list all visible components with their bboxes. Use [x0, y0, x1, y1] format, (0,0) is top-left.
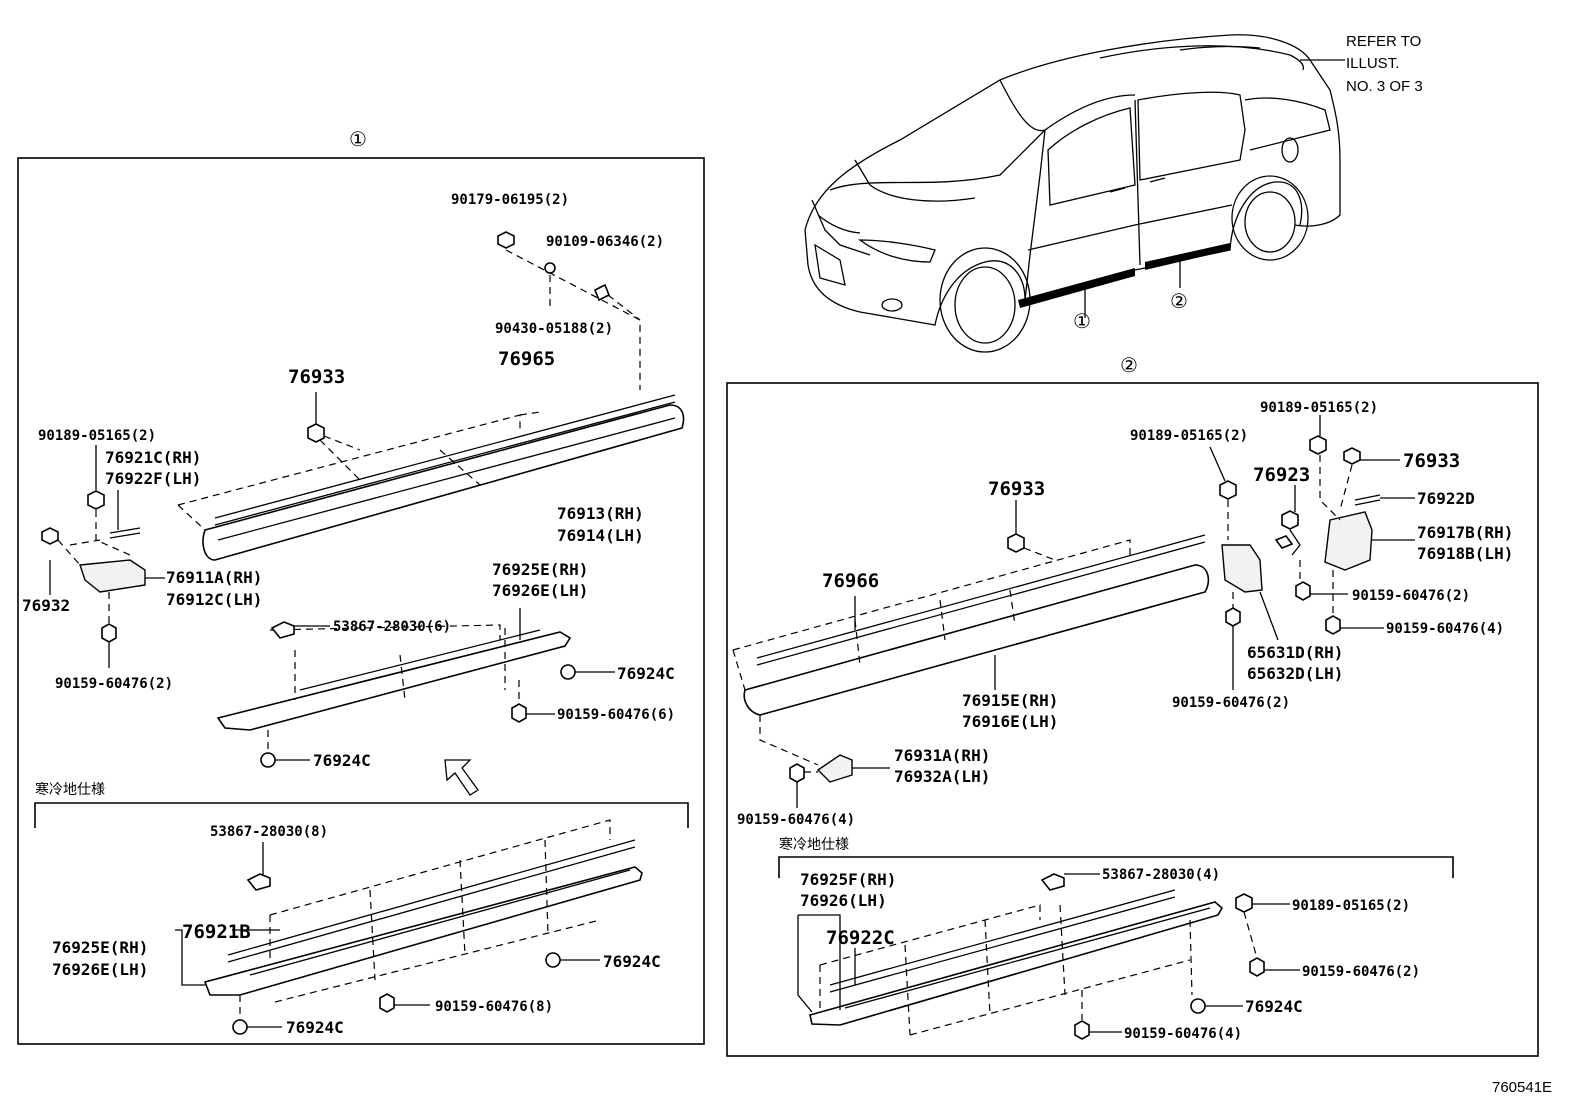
label-90430-05188: 90430-05188(2) [495, 321, 613, 337]
label-76922f: 76922F(LH) [105, 469, 201, 488]
refer-note-line1: REFER TO [1346, 33, 1421, 50]
label-p2-76932a: 76932A(LH) [894, 767, 990, 786]
label-76921c: 76921C(RH) [105, 448, 201, 467]
refer-note-line3: NO. 3 OF 3 [1346, 78, 1423, 95]
label-76933: 76933 [288, 366, 345, 388]
panel1-cold-bracket [34, 802, 689, 828]
label-p2-76916e: 76916E(LH) [962, 712, 1058, 731]
label-p2-cold-76926: 76926(LH) [800, 891, 887, 910]
label-cold-76925e: 76925E(RH) [52, 938, 148, 957]
label-p2-cold-76925f: 76925F(RH) [800, 870, 896, 889]
panel1-cold-spec-label: 寒冷地仕様 [35, 781, 105, 798]
label-p2-90159-60476-c: 90159-60476(2) [1172, 695, 1290, 711]
refer-note-line2: ILLUST. [1346, 55, 1399, 72]
label-76965: 76965 [498, 348, 555, 370]
label-90109-06346: 90109-06346(2) [546, 234, 664, 250]
panel1-frame [17, 157, 705, 1045]
label-90159-60476-a: 90159-60476(2) [55, 676, 173, 692]
figure-number: 760541E [1492, 1079, 1552, 1096]
label-p2-76915e: 76915E(RH) [962, 691, 1058, 710]
label-p2-90159-60476-d: 90159-60476(4) [737, 812, 855, 828]
panel2-marker: ② [1120, 353, 1138, 377]
label-p2-cold-90159-60476-a: 90159-60476(2) [1302, 964, 1420, 980]
label-76932: 76932 [22, 596, 70, 615]
panel2-cold-geometry [797, 873, 1300, 1040]
label-p2-cold-53867-28030: 53867-28030(4) [1102, 867, 1220, 883]
label-76924c-a: 76924C [617, 664, 675, 683]
label-p2-cold-90189-05165: 90189-05165(2) [1292, 898, 1410, 914]
label-p2-cold-90159-60476-b: 90159-60476(4) [1124, 1026, 1242, 1042]
vehicle-marker-two: ② [1170, 289, 1188, 313]
panel2-frame [726, 382, 1539, 1057]
panel1-cold-geometry [175, 819, 643, 1035]
panel1-marker: ① [349, 127, 367, 151]
label-53867-28030: 53867-28030(6) [333, 619, 451, 635]
label-p2-90159-60476-b: 90159-60476(4) [1386, 621, 1504, 637]
vehicle-illustration [804, 34, 1345, 353]
vehicle-marker-one: ① [1073, 309, 1091, 333]
label-cold-76926e: 76926E(LH) [52, 960, 148, 979]
label-76913: 76913(RH) [557, 504, 644, 523]
label-p2-cold-76922c: 76922C [826, 927, 895, 949]
label-p2-76917b: 76917B(RH) [1417, 523, 1513, 542]
label-76926e: 76926E(LH) [492, 581, 588, 600]
label-p2-76931a: 76931A(RH) [894, 746, 990, 765]
label-cold-53867-28030: 53867-28030(8) [210, 824, 328, 840]
label-76924c-b: 76924C [313, 751, 371, 770]
label-90189-05165: 90189-05165(2) [38, 428, 156, 444]
label-p2-76922d: 76922D [1417, 489, 1475, 508]
label-p2-cold-76924c: 76924C [1245, 997, 1303, 1016]
label-90179-06195: 90179-06195(2) [451, 192, 569, 208]
label-90159-60476-b: 90159-60476(6) [557, 707, 675, 723]
label-p2-65631d: 65631D(RH) [1247, 643, 1343, 662]
label-76912c: 76912C(LH) [166, 590, 262, 609]
label-cold-76921b: 76921B [182, 921, 251, 943]
label-cold-76924c-a: 76924C [603, 952, 661, 971]
label-p2-76923: 76923 [1253, 464, 1310, 486]
label-p2-65632d: 65632D(LH) [1247, 664, 1343, 683]
panel2-geometry [732, 415, 1415, 808]
label-76925e: 76925E(RH) [492, 560, 588, 579]
label-cold-90159-60476: 90159-60476(8) [435, 999, 553, 1015]
panel1-geometry [41, 231, 685, 796]
label-cold-76924c-b: 76924C [286, 1018, 344, 1037]
label-p2-76918b: 76918B(LH) [1417, 544, 1513, 563]
panel2-cold-spec-label: 寒冷地仕様 [779, 836, 849, 853]
label-p2-76966: 76966 [822, 570, 879, 592]
label-p2-90189-05165-a: 90189-05165(2) [1260, 400, 1378, 416]
label-p2-76933-a: 76933 [1403, 450, 1460, 472]
label-p2-76933-b: 76933 [988, 478, 1045, 500]
label-p2-90189-05165-b: 90189-05165(2) [1130, 428, 1248, 444]
panel2-cold-bracket [778, 856, 1454, 878]
label-76911a: 76911A(RH) [166, 568, 262, 587]
label-76914: 76914(LH) [557, 526, 644, 545]
label-p2-90159-60476-a: 90159-60476(2) [1352, 588, 1470, 604]
